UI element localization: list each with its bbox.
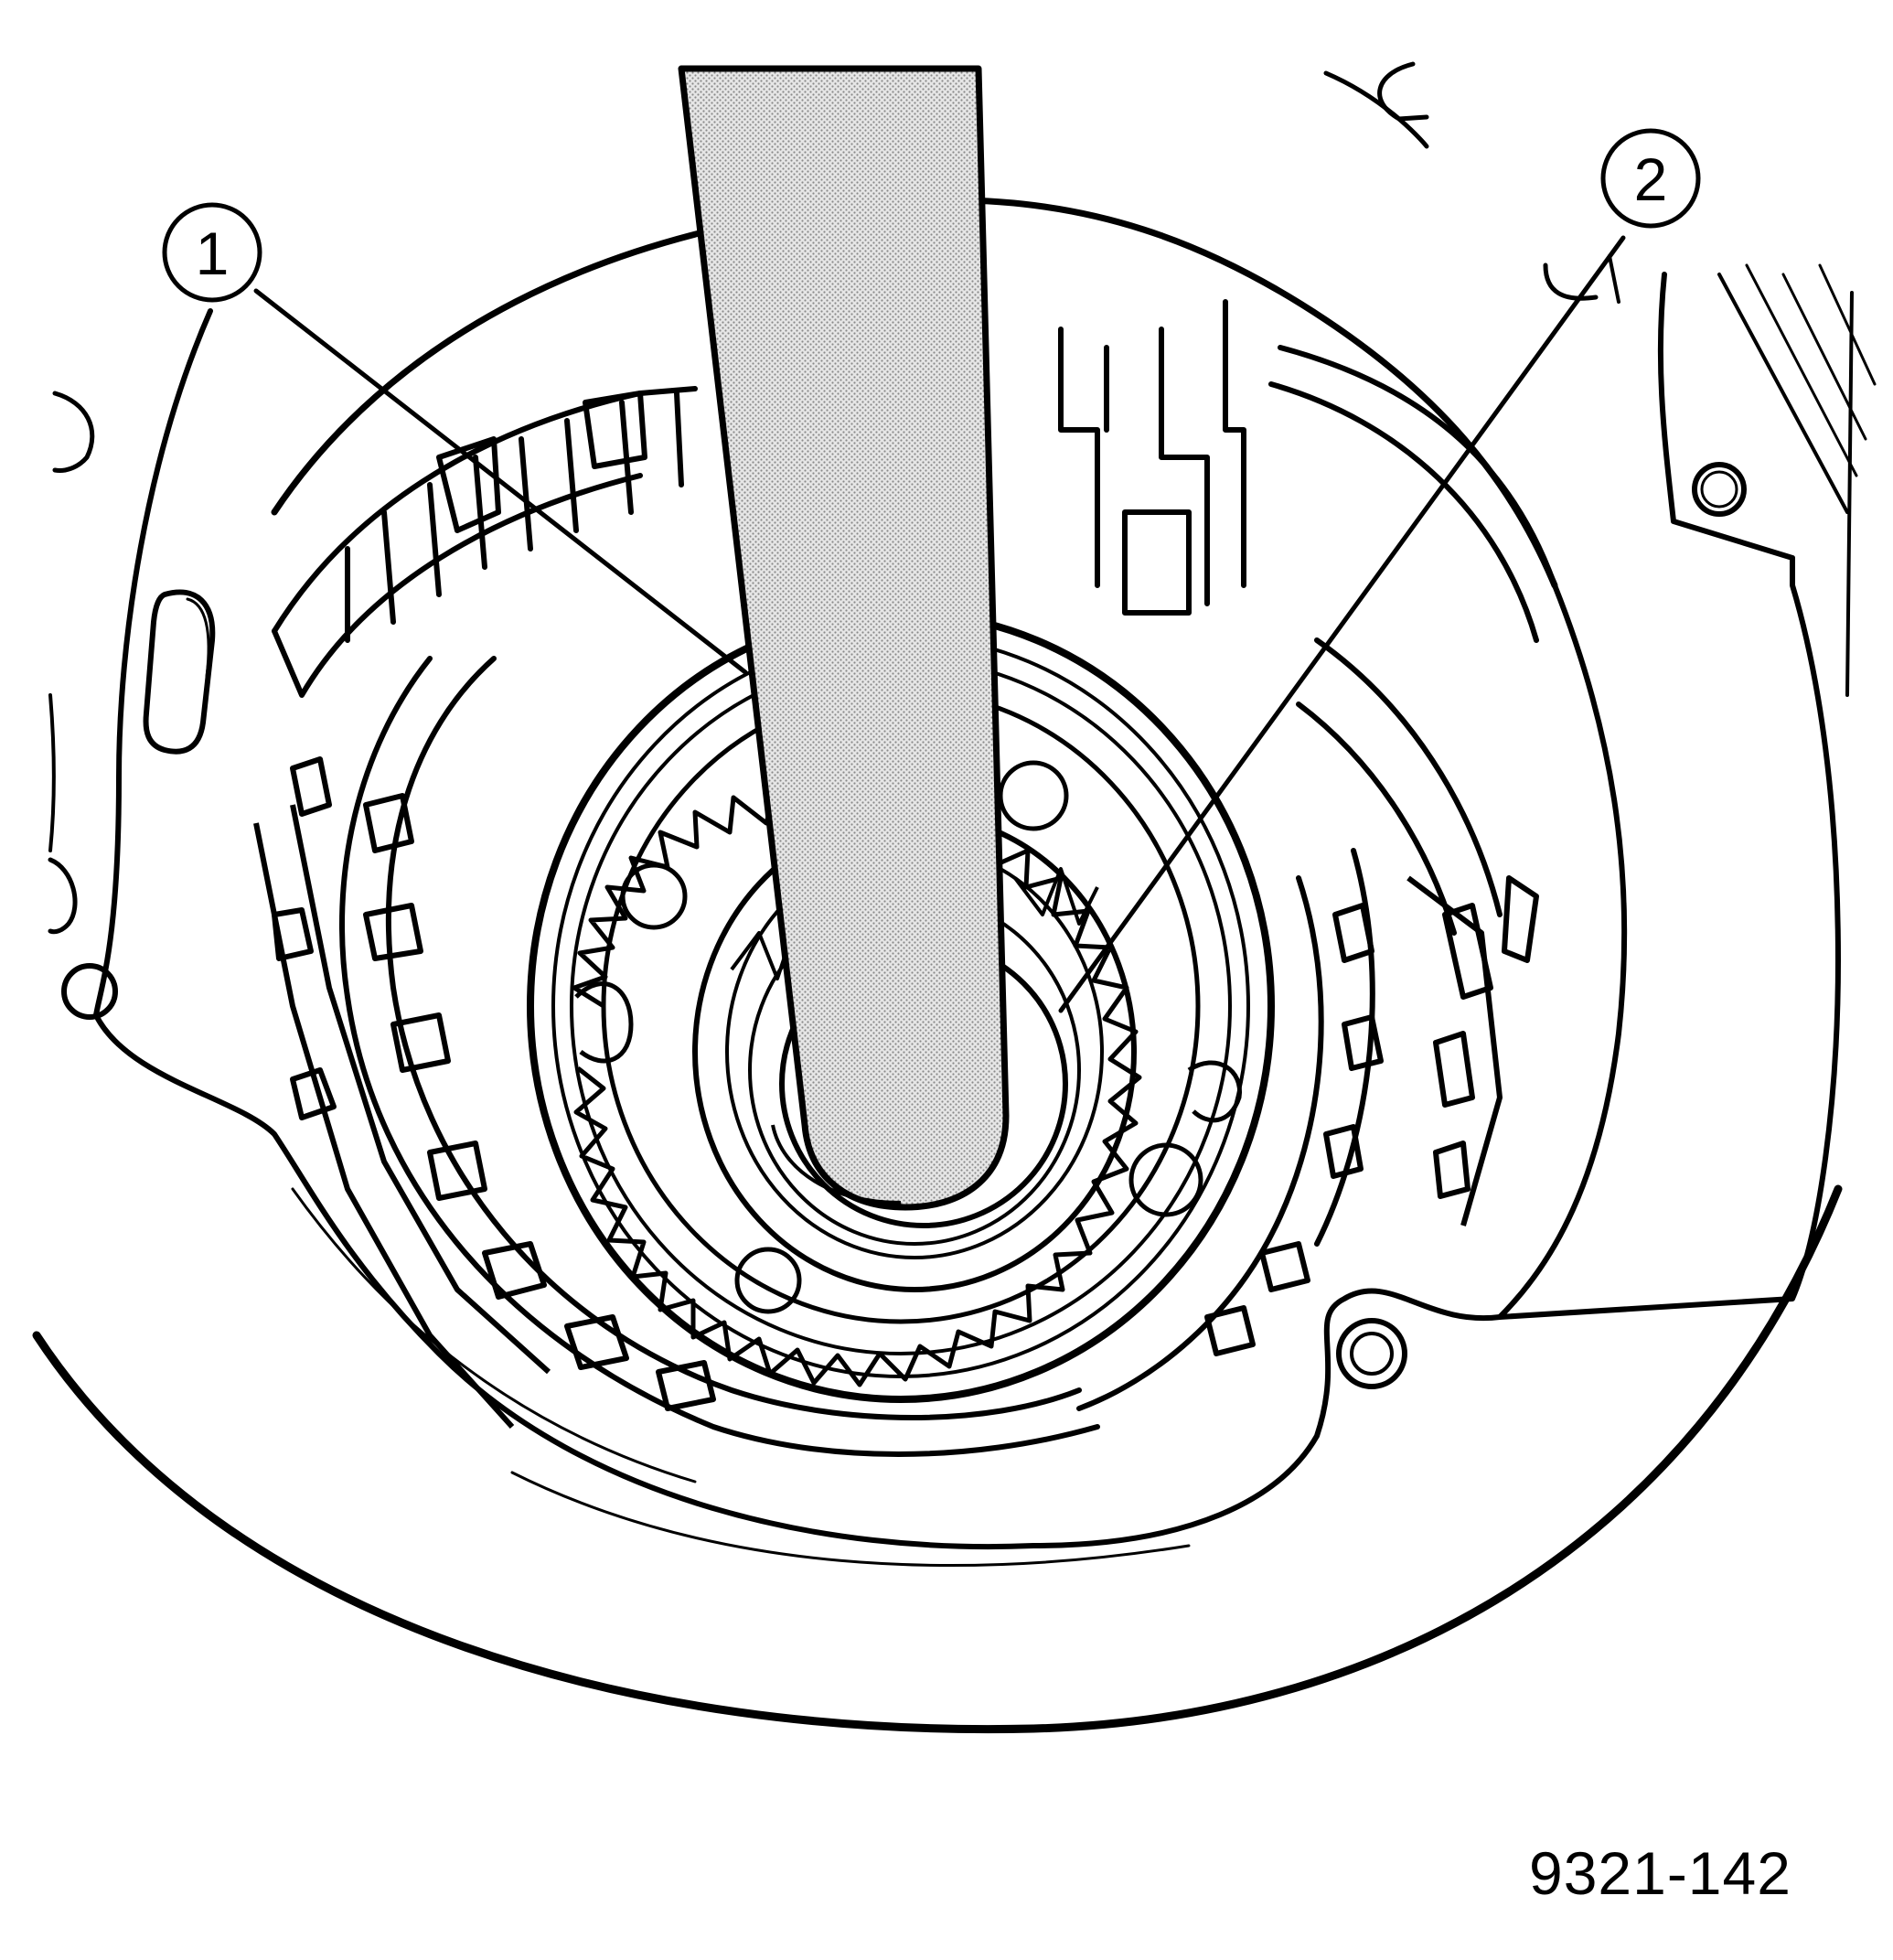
clutch-plates-left	[253, 756, 716, 1430]
case-housing	[32, 61, 1877, 1734]
callout-1: 1	[162, 202, 262, 303]
leader-lines	[253, 235, 1626, 1013]
callout-2-label: 2	[1634, 145, 1668, 213]
callout-2: 2	[1600, 128, 1701, 229]
callout-1-label: 1	[196, 220, 230, 287]
leader-line-2	[1058, 235, 1626, 1013]
figure-number: 9321-142	[1529, 1839, 1791, 1907]
leader-line-1	[253, 288, 748, 675]
clutch-drum-outer	[272, 299, 1557, 1457]
pry-tool	[678, 65, 1010, 1211]
clutch-plates-right	[1204, 875, 1539, 1356]
